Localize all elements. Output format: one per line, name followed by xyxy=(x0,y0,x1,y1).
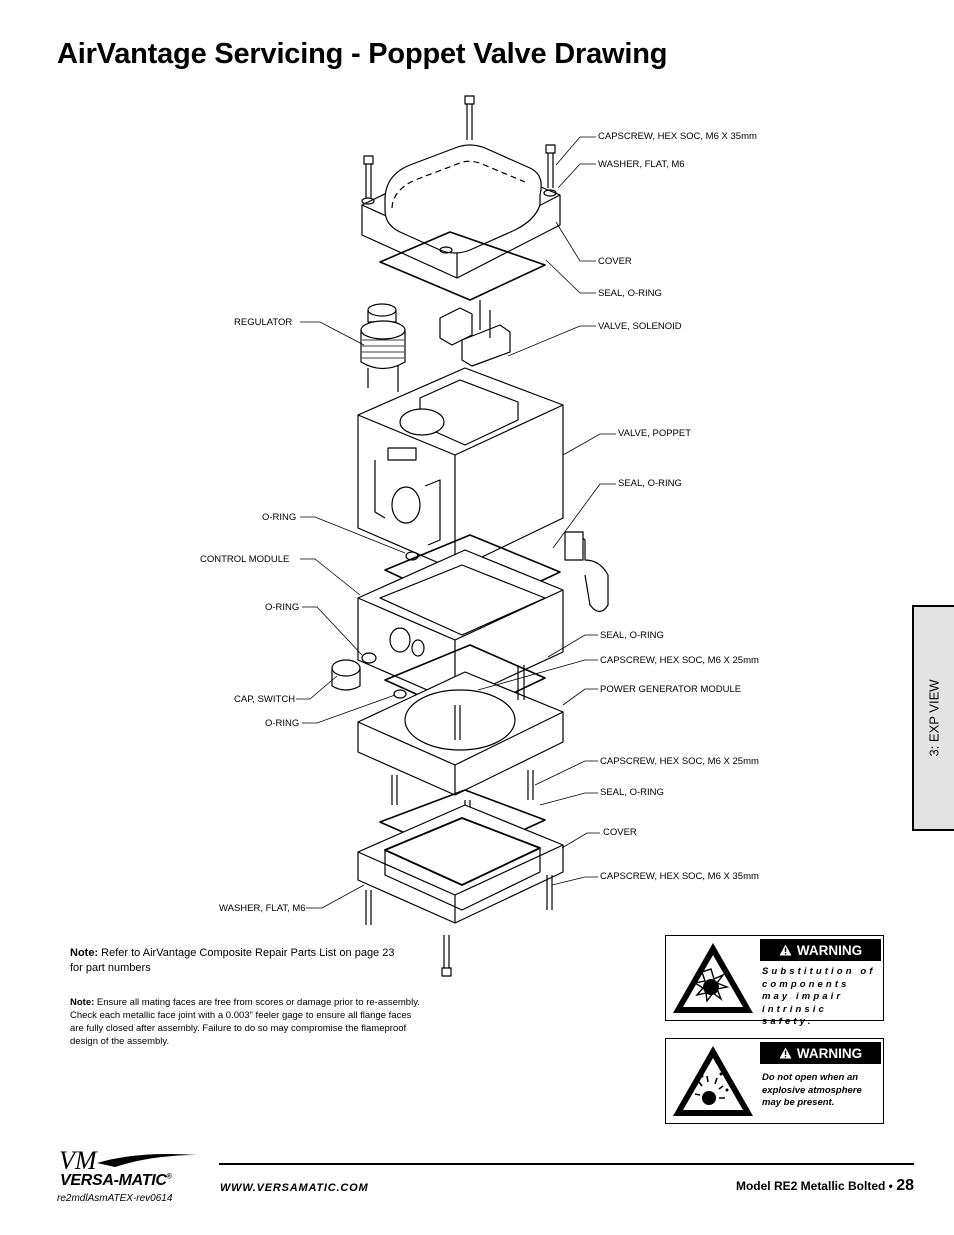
model-page-label: Model RE2 Metallic Bolted • 28 xyxy=(736,1177,914,1195)
callout-regulator: REGULATOR xyxy=(234,317,293,328)
callout-control-module: CONTROL MODULE xyxy=(200,554,290,565)
callout-seal-poppet: SEAL, O-RING xyxy=(618,478,682,489)
page-title: AirVantage Servicing - Poppet Valve Draw… xyxy=(57,38,668,70)
solenoid-valve xyxy=(439,300,511,367)
callout-washer-bottom: WASHER, FLAT, M6 xyxy=(219,903,306,914)
note-label: Note: xyxy=(70,947,99,959)
note-mating-faces: Note: Ensure all mating faces are free f… xyxy=(70,996,420,1048)
warning-box-explosive-atmosphere: WARNING Do not open when an explosive at… xyxy=(665,1038,884,1124)
footer-divider xyxy=(219,1163,914,1165)
website-link[interactable]: WWW.VERSAMATIC.COM xyxy=(220,1182,369,1194)
warning-heading: WARNING xyxy=(760,939,881,961)
callout-capscrew-25-a: CAPSCREW, HEX SOC, M6 X 25mm xyxy=(600,655,759,666)
callout-o-ring-3: O-RING xyxy=(265,718,300,729)
power-generator-module xyxy=(357,665,564,796)
callout-washer-top: WASHER, FLAT, M6 xyxy=(598,159,685,170)
note-parts-list: Note: Refer to AirVantage Composite Repa… xyxy=(70,946,400,976)
versa-matic-logo: VM xyxy=(59,1146,197,1175)
note-text: Ensure all mating faces are free from sc… xyxy=(70,997,420,1047)
top-seal xyxy=(379,231,546,301)
callout-solenoid: VALVE, SOLENOID xyxy=(598,321,682,332)
warning-text: Substitution of components may impair in… xyxy=(762,966,876,1027)
explosive-atmosphere-icon xyxy=(673,1046,753,1116)
page-number: 28 xyxy=(896,1177,914,1194)
callout-poppet: VALVE, POPPET xyxy=(618,428,692,439)
warning-heading: WARNING xyxy=(760,1042,881,1064)
switch-cap xyxy=(331,652,377,691)
note-text: Refer to AirVantage Composite Repair Par… xyxy=(70,947,395,974)
callout-cap-switch: CAP, SWITCH xyxy=(234,694,296,705)
section-tab-label: 3: EXP VIEW xyxy=(926,679,942,757)
model-name: Model RE2 Metallic Bolted • xyxy=(735,1179,893,1193)
callout-o-ring-1: O-RING xyxy=(262,512,297,523)
callout-seal-control: SEAL, O-RING xyxy=(600,630,664,641)
brand-wordmark: VERSA-MATIC® xyxy=(60,1172,172,1189)
warning-triangle-icon xyxy=(779,1047,792,1059)
warning-triangle-icon xyxy=(779,944,792,956)
poppet-valve-body xyxy=(357,367,564,571)
callout-capscrew-25-b: CAPSCREW, HEX SOC, M6 X 25mm xyxy=(600,756,759,767)
warning-box-intrinsic-safety: WARNING Substitution of components may i… xyxy=(665,935,884,1027)
callout-capscrew-bottom: CAPSCREW, HEX SOC, M6 X 35mm xyxy=(600,871,759,882)
callout-cover-top: COVER xyxy=(598,256,632,267)
logo-monogram: VM xyxy=(59,1146,98,1175)
revision-code: re2mdlAsmATEX-rev0614 xyxy=(57,1193,173,1204)
callout-cover-bottom: COVER xyxy=(603,827,637,838)
top-cover xyxy=(361,144,561,279)
section-tab: 3: EXP VIEW xyxy=(912,605,954,831)
explosion-hazard-icon xyxy=(673,943,753,1013)
regulator xyxy=(360,303,406,392)
callout-seal-top: SEAL, O-RING xyxy=(598,288,662,299)
warning-text: Do not open when an explosive atmosphere… xyxy=(762,1072,862,1108)
callout-power-generator: POWER GENERATOR MODULE xyxy=(600,684,742,695)
control-module xyxy=(357,531,609,703)
callout-capscrew-top: CAPSCREW, HEX SOC, M6 X 35mm xyxy=(598,131,757,142)
note-label: Note: xyxy=(70,997,95,1008)
callout-o-ring-2: O-RING xyxy=(265,602,300,613)
bottom-cover xyxy=(357,804,564,924)
callout-seal-bottom: SEAL, O-RING xyxy=(600,787,664,798)
